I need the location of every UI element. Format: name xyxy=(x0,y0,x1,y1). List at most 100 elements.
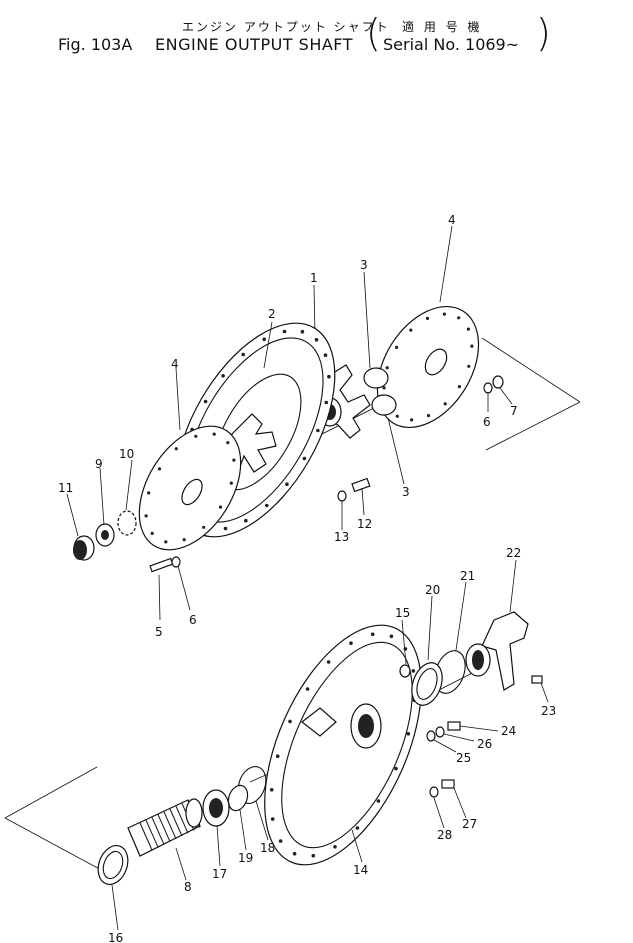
part-6-washer-right xyxy=(483,382,493,394)
bolt-hole xyxy=(382,386,386,390)
callout-28: 28 xyxy=(437,828,452,842)
part-16-seal-ring xyxy=(97,845,129,885)
part-25-washer xyxy=(426,730,436,742)
bolt-hole xyxy=(305,687,310,691)
callout-1: 1 xyxy=(310,271,318,285)
callout-23: 23 xyxy=(541,704,556,718)
part-20-seal xyxy=(411,662,443,706)
part-10-lock-washer xyxy=(117,510,137,536)
callout-17: 17 xyxy=(212,867,227,881)
callout-24: 24 xyxy=(501,724,516,738)
bolt-hole xyxy=(282,329,287,334)
callout-labels: 1 2 3 3 4 4 5 6 6 7 8 9 10 11 12 13 14 1… xyxy=(58,213,556,943)
callout-9: 9 xyxy=(95,457,103,471)
callout-18: 18 xyxy=(260,841,275,855)
bolt-hole xyxy=(395,414,399,418)
part-22-yoke xyxy=(465,611,529,691)
bolt-hole xyxy=(333,845,337,849)
callout-25: 25 xyxy=(456,751,471,765)
bolt-hole xyxy=(324,400,329,405)
title-japanese: エンジン アウトプット シャフト xyxy=(182,20,390,34)
callout-4-left: 4 xyxy=(171,357,179,371)
callout-4-right: 4 xyxy=(448,213,456,227)
bolt-hole xyxy=(229,481,233,485)
bolt-hole xyxy=(389,634,394,639)
callout-6-left: 6 xyxy=(189,613,197,627)
bolt-hole xyxy=(410,418,414,422)
bolt-hole xyxy=(385,366,389,370)
bolt-hole xyxy=(411,669,416,673)
bolt-hole xyxy=(302,456,307,461)
callout-26: 26 xyxy=(477,737,492,751)
bolt-hole xyxy=(288,719,292,724)
part-4-plate-left xyxy=(138,425,242,551)
bolt-hole xyxy=(275,754,280,758)
callout-19: 19 xyxy=(238,851,253,865)
spline-line xyxy=(139,822,153,851)
right-parenthesis: ) xyxy=(536,11,551,55)
bolt-hole xyxy=(349,641,353,645)
spline-line xyxy=(151,817,165,845)
bolt-hole xyxy=(202,525,206,529)
bolt-hole xyxy=(467,364,471,368)
callout-10: 10 xyxy=(119,447,134,461)
bolt-hole xyxy=(262,337,267,342)
part-12-bolt xyxy=(351,477,371,493)
bolt-hole xyxy=(370,632,375,637)
bolt-hole xyxy=(425,316,430,320)
part-19-ring xyxy=(227,784,249,812)
part-17-bearing xyxy=(202,789,230,827)
bolt-hole xyxy=(443,402,447,406)
bolt-hole xyxy=(157,467,162,471)
spline-line xyxy=(163,811,177,840)
bolt-hole xyxy=(311,853,316,858)
callout-16: 16 xyxy=(108,931,123,943)
callout-2: 2 xyxy=(268,307,276,321)
bolt-hole xyxy=(442,312,446,316)
callout-5: 5 xyxy=(155,625,163,639)
spline-line xyxy=(145,819,159,848)
title-english: ENGINE OUTPUT SHAFT xyxy=(155,35,353,54)
callout-15: 15 xyxy=(395,606,410,620)
callout-13: 13 xyxy=(334,530,349,544)
bolt-hole xyxy=(466,327,470,331)
part-23-bolt xyxy=(531,675,543,684)
bolt-hole xyxy=(409,328,413,332)
callout-7: 7 xyxy=(510,404,518,418)
serial-number: Serial No. 1069~ xyxy=(383,35,520,54)
callout-3-lower: 3 xyxy=(402,485,410,499)
part-9-nut xyxy=(95,523,115,547)
bolt-hole xyxy=(147,491,151,495)
bolt-hole xyxy=(323,353,328,358)
part-4-plate-right xyxy=(376,305,480,429)
bolt-hole xyxy=(244,518,248,523)
bolt-hole xyxy=(164,540,168,544)
bolt-hole xyxy=(292,851,297,856)
bolt-hole xyxy=(218,505,223,509)
spline-line xyxy=(169,808,183,837)
callout-22: 22 xyxy=(506,546,521,560)
part-15-plug xyxy=(399,664,411,678)
bolt-hole xyxy=(174,447,178,451)
part-7-nut xyxy=(492,375,504,389)
bolt-hole xyxy=(285,482,289,487)
part-6-washer-left xyxy=(171,556,181,568)
bolt-hole xyxy=(182,538,186,542)
leader-lines xyxy=(66,225,549,931)
bolt-hole xyxy=(194,434,198,438)
callout-8: 8 xyxy=(184,880,192,894)
serial-japanese: 適 用 号 機 xyxy=(402,20,483,34)
bolt-hole xyxy=(203,399,208,404)
bolt-hole xyxy=(265,503,269,508)
part-3-dampers xyxy=(363,367,397,416)
bolt-hole xyxy=(457,316,461,320)
part-14-housing xyxy=(264,624,422,866)
callout-12: 12 xyxy=(357,517,372,531)
bolt-hole xyxy=(395,345,399,349)
callout-14: 14 xyxy=(353,863,368,877)
callout-6-right: 6 xyxy=(483,415,491,429)
part-13-washer xyxy=(337,490,347,502)
bolt-hole xyxy=(150,531,154,536)
part-4-left-bolt-holes xyxy=(144,432,236,544)
